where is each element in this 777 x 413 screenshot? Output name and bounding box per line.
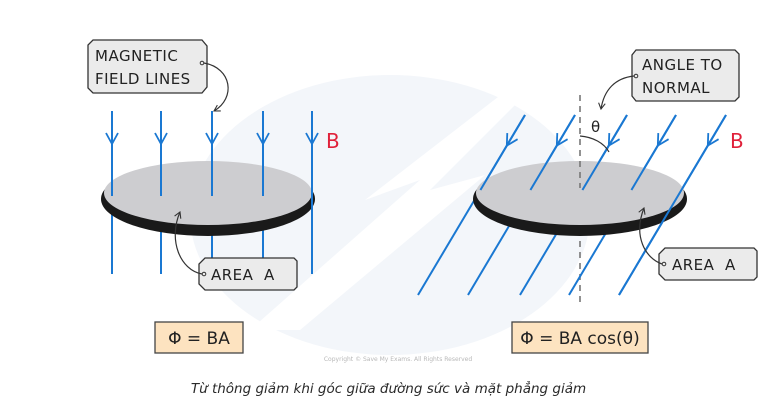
- right-diagram: θ B ANGLE TO NORMAL AREA A Φ = BA cos(θ): [417, 49, 758, 354]
- angle-tag-line2: NORMAL: [642, 79, 710, 97]
- left-diagram: B MAGNETIC FIELD LINES AREA A Φ = BA: [87, 39, 340, 354]
- field-arrow-icon: [205, 132, 219, 145]
- field-arrow-icon: [555, 133, 569, 147]
- field-lines-tag-line2: FIELD LINES: [95, 70, 191, 88]
- field-arrow-icon: [505, 133, 519, 147]
- loop-disc-surface: [104, 161, 312, 225]
- area-tag-left: AREA A: [174, 210, 298, 291]
- field-b-label: B: [326, 129, 340, 153]
- field-arrow-icon: [706, 133, 720, 147]
- field-arrow-icon: [607, 133, 621, 147]
- area-tag-right: AREA A: [638, 206, 758, 281]
- field-lines-tag-line1: MAGNETIC: [95, 47, 178, 65]
- field-arrow-icon: [105, 132, 119, 145]
- copyright-text: Copyright © Save My Exams. All Rights Re…: [324, 356, 473, 363]
- field-line-upper: [529, 114, 576, 191]
- field-arrow-icon: [656, 133, 670, 147]
- area-tag-right-label: AREA A: [672, 256, 736, 274]
- formula-left-text: Φ = BA: [168, 329, 230, 349]
- field-line-upper: [581, 114, 628, 191]
- theta-label: θ: [591, 118, 600, 136]
- formula-right-text: Φ = BA cos(θ): [520, 329, 639, 349]
- formula-right: Φ = BA cos(θ): [511, 321, 649, 354]
- angle-arc: [579, 135, 610, 153]
- area-tag-left-label: AREA A: [211, 266, 275, 284]
- field-arrow-icon: [305, 132, 319, 145]
- field-arrow-icon: [256, 132, 270, 145]
- figure-caption: Từ thông giảm khi góc giữa đường sức và …: [190, 381, 587, 397]
- pointer-arrow: [638, 206, 663, 265]
- field-line-upper: [479, 114, 526, 191]
- field-line-upper: [630, 114, 677, 191]
- field-lines-tag: MAGNETIC FIELD LINES: [87, 39, 229, 112]
- pointer-arrow: [203, 62, 229, 112]
- pointer-arrow: [598, 75, 635, 111]
- pointer-arrow: [174, 210, 203, 275]
- angle-to-normal-tag: ANGLE TO NORMAL: [598, 49, 740, 111]
- loop-disc-surface: [476, 161, 684, 225]
- field-b-label: B: [730, 129, 744, 153]
- angle-tag-line1: ANGLE TO: [642, 56, 723, 74]
- field-arrow-icon: [154, 132, 168, 145]
- formula-left: Φ = BA: [154, 321, 244, 354]
